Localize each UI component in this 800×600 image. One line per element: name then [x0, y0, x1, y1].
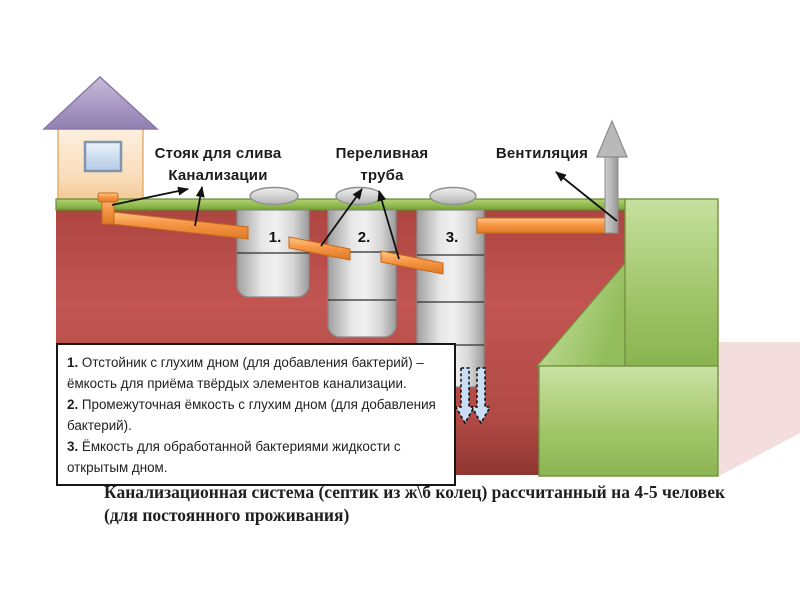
- vent-pipe-arrowhead: [596, 119, 628, 158]
- drain-stack-label-line2: Канализации: [168, 167, 268, 184]
- arrow-to-drain-stack-label-b: [194, 186, 205, 227]
- overflow-pipe-label: Переливная труба: [327, 143, 437, 187]
- legend-item-2-number: 2.: [67, 397, 79, 413]
- legend-item-1-number: 1.: [67, 355, 79, 370]
- legend-box: 1. Отстойник с глухим дном (для добавлен…: [56, 343, 456, 487]
- legend-item-1: 1. Отстойник с глухим дном (для добавлен…: [67, 352, 444, 394]
- legend-item-3-text: Ёмкость для обработанной бактериями жидк…: [67, 439, 401, 476]
- annotation-arrows: [111, 171, 618, 260]
- drain-stack-label-line1: Стояк для слива: [154, 145, 282, 162]
- tank-1-number: 1.: [268, 229, 282, 246]
- legend-item-2-text: Промежуточная ёмкость с глухим дном (для…: [67, 397, 436, 434]
- ventilation-label: Вентиляция: [495, 145, 589, 162]
- mound-base: [538, 365, 719, 477]
- drain-stack-cap: [97, 192, 119, 203]
- overflow-pipe-label-line1: Переливная: [335, 145, 429, 162]
- mound-block: [624, 198, 719, 367]
- tank-2-number: 2.: [357, 229, 371, 246]
- diagram-caption: Канализационная система (септик из ж\б к…: [104, 481, 774, 527]
- arrow-to-drain-stack-label-a: [111, 186, 189, 206]
- tank-1-lid: [249, 186, 299, 206]
- arrow-to-overflow-label-b: [377, 190, 400, 260]
- legend-item-3-number: 3.: [67, 439, 79, 455]
- legend-item-1-text: Отстойник с глухим дном (для добавления …: [67, 355, 424, 392]
- caption-line2: (для постоянного проживания): [104, 505, 350, 525]
- overflow-pipe-label-line2: труба: [360, 167, 404, 184]
- ground-shadow: [718, 342, 800, 476]
- sewer-pipes: [97, 192, 612, 275]
- legend-item-3: 3. Ёмкость для обработанной бактериями ж…: [67, 436, 444, 478]
- house-window: [83, 140, 123, 173]
- overflow-pipe-tank2-tank3: [380, 250, 444, 275]
- house: [42, 75, 159, 201]
- caption-line1: Канализационная система (септик из ж\б к…: [104, 482, 726, 502]
- seep-arrow: [470, 367, 492, 425]
- legend-item-2: 2. Промежуточная ёмкость с глухим дном (…: [67, 394, 444, 436]
- arrow-to-overflow-label-a: [320, 188, 363, 247]
- outlet-pipe-tank3: [476, 217, 612, 234]
- tank-2-lid: [335, 186, 383, 206]
- tank-2-body: [327, 209, 397, 338]
- tank-3-lid: [429, 186, 477, 206]
- drain-stack-label: Стояк для слива Канализации: [143, 143, 293, 187]
- house-roof: [42, 75, 159, 130]
- tank-3-number: 3.: [445, 229, 459, 246]
- overflow-pipe-tank1-tank2: [288, 236, 351, 261]
- arrow-to-ventilation-label: [555, 171, 618, 222]
- seep-arrow: [454, 367, 476, 425]
